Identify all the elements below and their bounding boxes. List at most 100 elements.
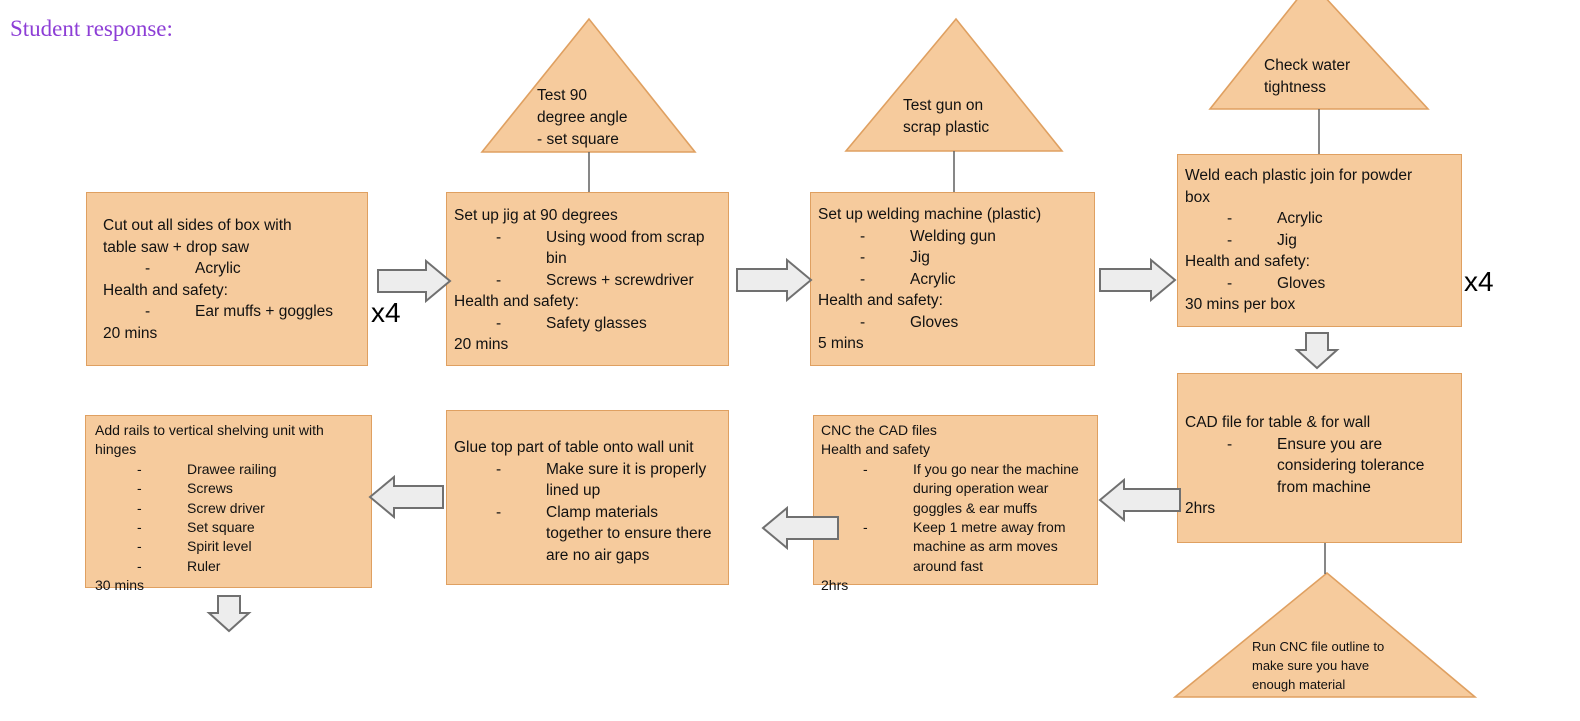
text-line: Health and safety: [821, 441, 930, 458]
flow-arrow-right-icon: [1099, 257, 1177, 303]
text-line: from machine: [1277, 478, 1371, 496]
text-line: hinges: [95, 441, 137, 458]
text-line: goggles & ear muffs: [913, 499, 1038, 516]
text-line: -Clamp materials: [454, 502, 724, 524]
text-line: 5 mins: [818, 335, 864, 352]
process-box-add-rails: Add rails to vertical shelving unit with…: [85, 415, 372, 593]
triangle-label-test-gun: Test gun on scrap plastic: [903, 95, 989, 139]
triangle-label-check-water: Check water tightness: [1264, 55, 1350, 99]
text-line: CNC the CAD files: [821, 422, 937, 438]
text-line: -Make sure it is properly: [454, 459, 724, 481]
text-line: Health and safety:: [1185, 253, 1310, 270]
text-line: degree angle: [537, 109, 628, 126]
bullet-dash: -: [1227, 210, 1233, 227]
text-line: -Jig: [818, 247, 1088, 269]
text-line: machine as arm moves: [913, 538, 1058, 555]
text-line: -Keep 1 metre away from: [821, 518, 1093, 537]
bullet-dash: -: [137, 499, 142, 516]
text-line: 20 mins: [103, 324, 158, 342]
bullet-dash: -: [145, 303, 151, 320]
bullet-dash: -: [860, 313, 866, 331]
flow-arrow-right-icon: [736, 257, 813, 303]
text-line: 2hrs: [1185, 500, 1216, 517]
flow-arrow-left-icon: [368, 474, 444, 520]
text-line: bin: [546, 250, 567, 267]
text-line: -Screws + screwdriver: [454, 270, 722, 292]
text-line: -Gloves: [818, 312, 1088, 334]
flow-arrow-down-icon: [206, 595, 252, 633]
bullet-dash: -: [145, 260, 151, 277]
bullet-dash: -: [137, 480, 142, 497]
text-line: during operation wear: [913, 480, 1049, 497]
text-line: - set square: [537, 131, 619, 148]
text-line: CAD file for table & for wall: [1185, 414, 1371, 431]
text-line: are no air gaps: [546, 546, 650, 564]
text-line: -Acrylic: [818, 269, 1088, 291]
bullet-dash: -: [860, 249, 866, 266]
text-line: -Acrylic: [103, 258, 359, 280]
process-box-glue-table: Glue top part of table onto wall unit-Ma…: [446, 410, 729, 585]
bullet-dash: -: [496, 503, 502, 521]
page-title: Student response:: [10, 16, 173, 41]
text-line: Run CNC file outline to: [1252, 639, 1385, 654]
text-line: -Welding gun: [818, 226, 1088, 248]
bullet-dash: -: [496, 228, 502, 246]
bullet-dash: -: [863, 460, 868, 477]
process-box-cad-file: CAD file for table & for wall -Ensure you…: [1177, 373, 1462, 543]
text-line: box: [1185, 188, 1210, 206]
text-line: 30 mins per box: [1185, 296, 1296, 313]
text-line: around fast: [913, 557, 984, 574]
bullet-dash: -: [863, 519, 868, 536]
text-line: -Drawee railing: [95, 460, 365, 479]
flow-arrow-down-icon: [1294, 332, 1340, 370]
process-box-set-up-welding: Set up welding machine (plastic) -Welding…: [810, 192, 1095, 366]
text-line: Health and safety:: [103, 281, 228, 299]
bullet-dash: -: [137, 538, 142, 555]
bullet-dash: -: [137, 460, 142, 477]
text-line: together to ensure there: [546, 525, 712, 542]
text-line: Set up jig at 90 degrees: [454, 207, 618, 224]
bullet-dash: -: [137, 519, 142, 536]
text-line: Set up welding machine (plastic): [818, 206, 1042, 223]
triangle-label-run-cnc: Run CNC file outline to make sure you hav…: [1252, 637, 1384, 694]
text-line: -Set square: [95, 518, 365, 537]
text-line: 2hrs: [821, 577, 849, 594]
text-line: considering tolerance: [1277, 457, 1425, 474]
text-line: -Ruler: [95, 557, 365, 576]
text-line: Test gun on: [903, 97, 984, 114]
text-line: Check water: [1264, 57, 1351, 74]
bullet-dash: -: [1227, 274, 1233, 292]
flow-arrow-right-icon: [377, 258, 452, 304]
text-line: -If you go near the machine: [821, 460, 1093, 479]
bullet-dash: -: [1227, 231, 1233, 249]
text-line: -Gloves: [1185, 273, 1455, 295]
text-line: Add rails to vertical shelving unit with: [95, 422, 324, 438]
text-line: -Jig: [1185, 230, 1455, 252]
text-line: Health and safety:: [454, 293, 579, 310]
bullet-dash: -: [860, 227, 866, 245]
text-line: -Ensure you are: [1185, 434, 1455, 456]
text-line: Test 90: [537, 87, 587, 104]
text-line: -Spirit level: [95, 537, 365, 556]
text-line: Weld each plastic join for powder: [1185, 167, 1413, 184]
flow-arrow-left-icon: [1098, 477, 1181, 523]
text-line: enough material: [1252, 677, 1346, 692]
bullet-dash: -: [496, 314, 502, 332]
text-line: 20 mins: [454, 336, 509, 353]
text-line: make sure you have: [1252, 658, 1370, 673]
process-box-set-up-jig: Set up jig at 90 degrees-Using wood from…: [446, 192, 729, 366]
text-line: lined up: [546, 482, 601, 499]
process-box-weld-joins: Weld each plastic join for powder box -Acr…: [1177, 154, 1462, 327]
bullet-dash: -: [860, 270, 866, 288]
text-line: -Acrylic: [1185, 208, 1455, 230]
bullet-dash: -: [496, 460, 502, 478]
text-line: Health and safety:: [818, 292, 943, 309]
text-line: tightness: [1264, 79, 1327, 96]
text-line: -Screws: [95, 479, 365, 498]
text-line: scrap plastic: [903, 119, 990, 136]
bullet-dash: -: [496, 271, 502, 289]
text-line: -Screw driver: [95, 499, 365, 518]
